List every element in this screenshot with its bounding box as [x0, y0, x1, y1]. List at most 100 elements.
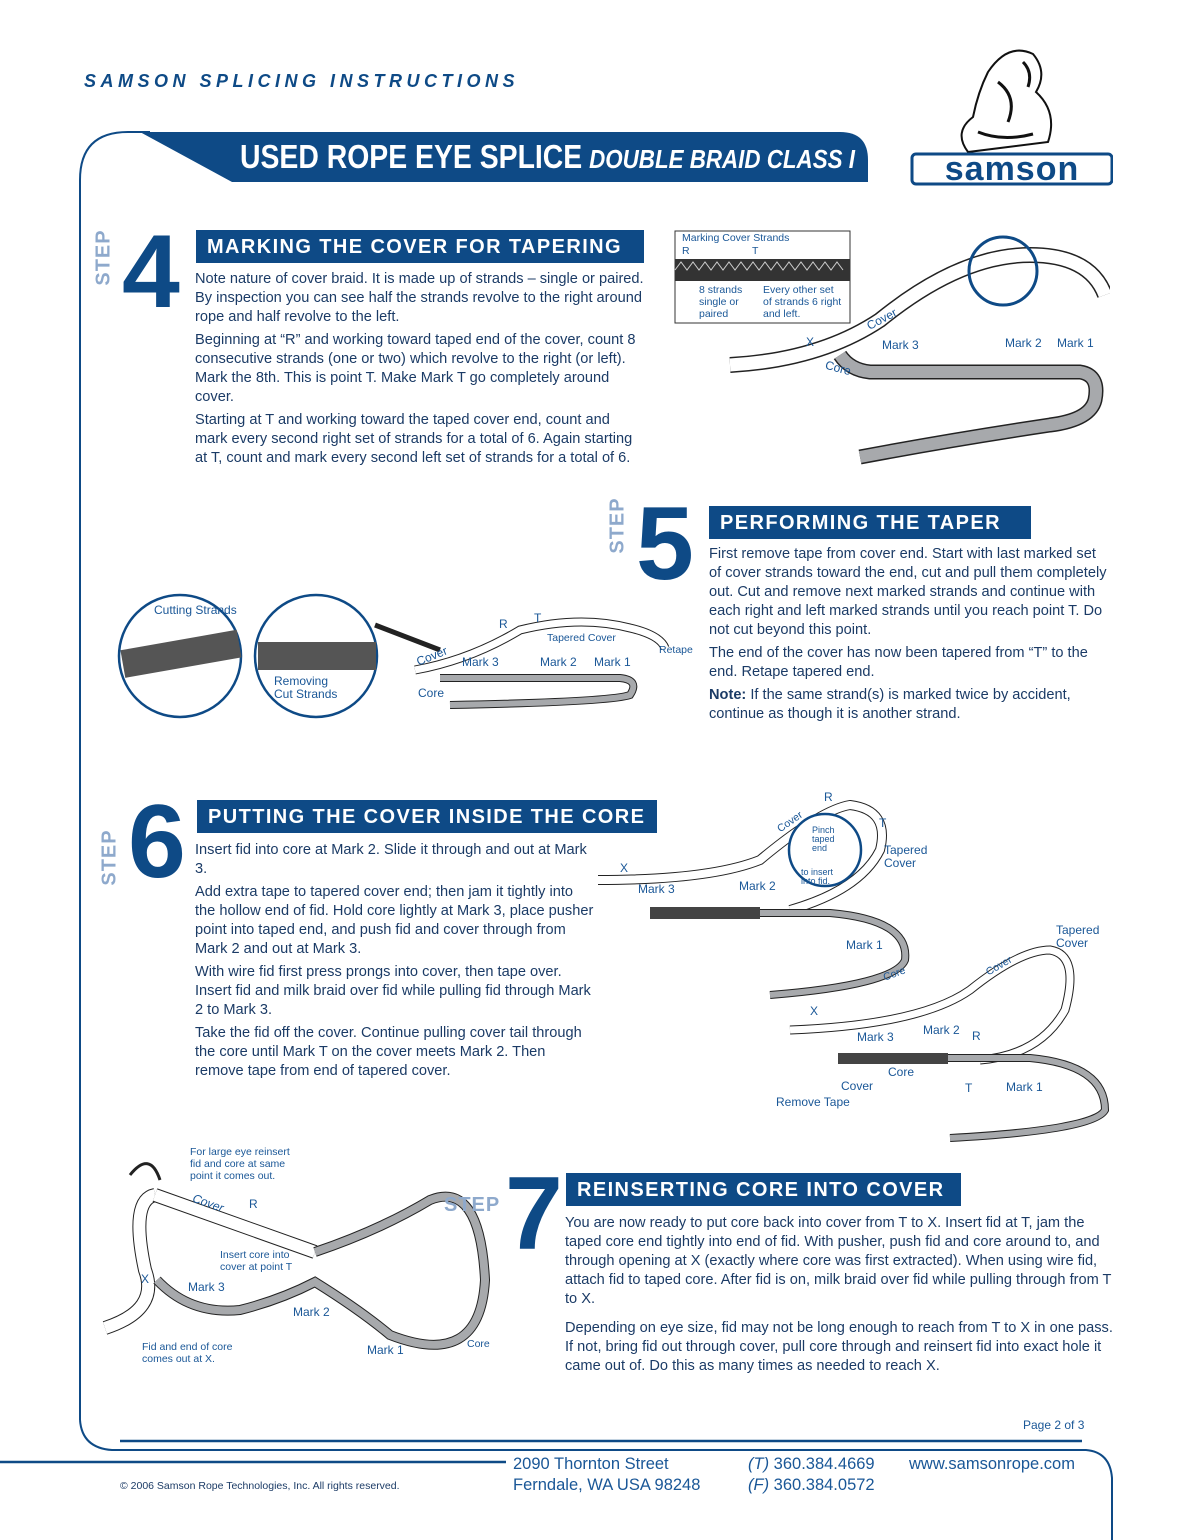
label-r: R	[824, 790, 833, 804]
copyright: © 2006 Samson Rope Technologies, Inc. Al…	[120, 1480, 400, 1492]
label-insert: to insert into fid.	[801, 867, 834, 886]
fax-label: (F)	[748, 1476, 770, 1494]
label-r: R	[682, 245, 690, 257]
label-r: R	[499, 617, 508, 631]
label-mark1: Mark 1	[1057, 336, 1094, 350]
paragraph: Beginning at “R” and working toward tape…	[195, 332, 636, 405]
paragraph: Insert fid into core at Mark 2. Slide it…	[195, 842, 587, 877]
label-fid-out: Fid and end of core comes out at X.	[142, 1341, 233, 1365]
step6-diagram	[597, 799, 1110, 1142]
label-mark3: Mark 3	[188, 1280, 225, 1294]
label-mark1: Mark 1	[846, 938, 883, 952]
label-t: T	[534, 611, 542, 625]
label-mark2: Mark 2	[739, 879, 776, 893]
label-cutting: Cutting Strands	[154, 603, 237, 617]
step5-number: 5	[636, 486, 694, 602]
step4-text: Note nature of cover braid. It is made u…	[195, 270, 645, 472]
address-line2: Ferndale, WA USA 98248	[513, 1476, 701, 1494]
step7-label: STEP	[444, 1194, 501, 1216]
step5-label: STEP	[606, 497, 629, 554]
label-x-2: X	[810, 1004, 819, 1018]
box-left-note: 8 strands single or paired	[699, 284, 743, 320]
label-tapered-cover-2: Tapered Cover	[1056, 923, 1100, 950]
fax-number: 360.384.0572	[769, 1476, 875, 1494]
label-mark3-2: Mark 3	[857, 1030, 894, 1044]
label-mark1: Mark 1	[367, 1343, 404, 1357]
paragraph: The end of the cover has now been tapere…	[709, 645, 1088, 680]
paragraph: Starting at T and working toward the tap…	[195, 412, 633, 466]
label-t: T	[752, 245, 759, 257]
label-pinch: Pinch taped end	[812, 825, 835, 853]
paragraph: Note nature of cover braid. It is made u…	[195, 271, 644, 325]
step7-heading: REINSERTING CORE INTO COVER	[566, 1173, 961, 1206]
step5-text: First remove tape from cover end. Start …	[709, 545, 1109, 728]
label-mark3: Mark 3	[638, 882, 675, 896]
contact: (T) 360.384.4669 (F) 360.384.0572	[748, 1454, 875, 1496]
label-cover-3: Cover	[841, 1079, 874, 1093]
page-number: Page 2 of 3	[1023, 1418, 1085, 1432]
note: Note: If the same strand(s) is marked tw…	[709, 686, 1109, 724]
step7-diagram	[102, 1162, 491, 1350]
step6-heading: PUTTING THE COVER INSIDE THE CORE	[197, 800, 657, 833]
step4-heading: MARKING THE COVER FOR TAPERING	[196, 230, 644, 263]
step6-number: 6	[128, 784, 186, 900]
step4-number: 4	[122, 214, 180, 330]
label-mark1: Mark 1	[594, 655, 631, 669]
fax: (F) 360.384.0572	[748, 1475, 875, 1496]
title-banner	[140, 132, 868, 182]
label-removing: Removing Cut Strands	[274, 674, 338, 701]
label-x: X	[806, 335, 815, 349]
step4-label: STEP	[92, 229, 115, 286]
label-core: Core	[418, 686, 445, 700]
paragraph: First remove tape from cover end. Start …	[709, 546, 1107, 638]
label-tapered-cover: Tapered Cover	[547, 632, 616, 644]
step6-text: Insert fid into core at Mark 2. Slide it…	[195, 841, 595, 1085]
website-link[interactable]: www.samsonrope.com	[909, 1455, 1075, 1473]
phone-label: (T)	[748, 1455, 770, 1473]
label-core-2: Core	[888, 1065, 915, 1079]
step5-heading: PERFORMING THE TAPER	[709, 506, 1031, 539]
step4-diagram	[674, 230, 1110, 465]
label-core: Core	[467, 1338, 490, 1350]
paragraph: Take the fid off the cover. Continue pul…	[195, 1025, 582, 1079]
series-title: SAMSON SPLICING INSTRUCTIONS	[84, 71, 520, 91]
label-mark2: Mark 2	[293, 1305, 330, 1319]
label-mark2: Mark 2	[1005, 336, 1042, 350]
step7-number: 7	[505, 1156, 563, 1272]
step5-diagram	[117, 593, 670, 719]
label-t: T	[879, 816, 887, 830]
phone-number: 360.384.4669	[769, 1455, 875, 1473]
box-title: Marking Cover Strands	[682, 232, 790, 244]
logo-text: samson	[945, 150, 1080, 187]
paragraph: With wire fid first press prongs into co…	[195, 964, 591, 1018]
label-retape: Retape	[659, 644, 693, 656]
address: 2090 Thornton Street Ferndale, WA USA 98…	[513, 1454, 700, 1496]
label-mark3: Mark 3	[462, 655, 499, 669]
label-large-eye: For large eye reinsert fid and core at s…	[190, 1146, 290, 1182]
paragraph: You are now ready to put core back into …	[565, 1215, 1112, 1307]
title-main: USED ROPE EYE SPLICE	[240, 138, 583, 175]
label-r-2: R	[972, 1029, 981, 1043]
title-sub: DOUBLE BRAID CLASS I	[589, 144, 855, 174]
label-t-2: T	[965, 1081, 973, 1095]
label-mark2: Mark 2	[540, 655, 577, 669]
label-tapered-cover: Tapered Cover	[884, 843, 928, 870]
label-mark3: Mark 3	[882, 338, 919, 352]
box-right-note: Every other set of strands 6 right and l…	[763, 284, 842, 320]
label-remove-tape: Remove Tape	[776, 1095, 850, 1109]
address-line1: 2090 Thornton Street	[513, 1455, 669, 1473]
label-mark1-2: Mark 1	[1006, 1080, 1043, 1094]
label-insert: Insert core into cover at point T	[220, 1249, 293, 1273]
phone: (T) 360.384.4669	[748, 1454, 875, 1475]
step6-label: STEP	[98, 829, 121, 886]
samson-figure-icon: samson	[910, 49, 1114, 188]
label-x: X	[620, 861, 629, 875]
paragraph: Add extra tape to tapered cover end; the…	[195, 884, 594, 957]
label-mark2-2: Mark 2	[923, 1023, 960, 1037]
label-r: R	[249, 1197, 258, 1211]
note-text: If the same strand(s) is marked twice by…	[709, 687, 1071, 722]
note-label: Note:	[709, 687, 747, 703]
paragraph: Depending on eye size, fid may not be lo…	[565, 1320, 1113, 1374]
